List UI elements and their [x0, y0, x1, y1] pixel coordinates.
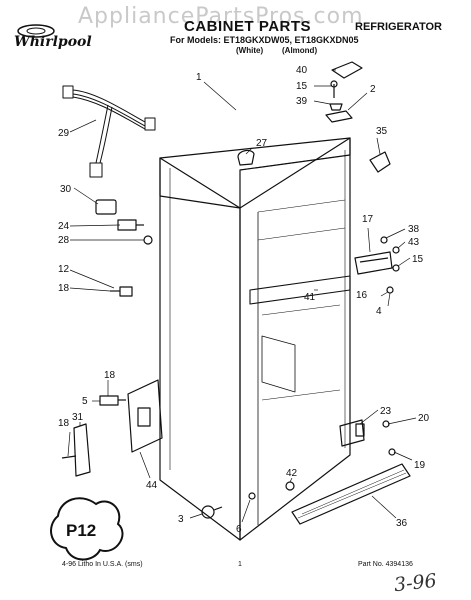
part-16-center-hinge	[354, 251, 393, 275]
part-30-bracket	[95, 199, 117, 215]
model-numbers: For Models: ET18GKXDW05, ET18GKXDN05	[170, 35, 359, 45]
callout-12: 12	[58, 264, 70, 275]
callout-29: 29	[58, 128, 70, 139]
callout-3: 3	[178, 514, 184, 525]
brand-name: Whirlpool	[14, 34, 92, 50]
callout-28: 28	[58, 235, 70, 246]
divider-mullion	[249, 275, 351, 305]
callout-36: 36	[396, 518, 408, 529]
watermark-text: AppliancePartsPros.com	[78, 4, 364, 29]
cabinet-shell	[159, 137, 351, 541]
callout-31: 31	[72, 412, 84, 423]
callout-4: 4	[376, 306, 382, 317]
whirlpool-logo: Whirlpool	[10, 22, 94, 52]
callout-15-mid: 15	[412, 254, 424, 265]
part-31-cover	[73, 423, 91, 477]
part-36-toe-grille	[291, 463, 411, 525]
page-title: CABINET PARTS	[184, 18, 312, 35]
part-19-screw	[388, 448, 396, 456]
callout-16: 16	[356, 290, 368, 301]
part-43-bushing	[392, 246, 400, 254]
callout-15-top: 15	[296, 81, 308, 92]
callout-39: 39	[296, 96, 308, 107]
callout-35: 35	[376, 126, 388, 137]
part-44-panel	[127, 379, 163, 453]
callout-40: 40	[296, 65, 308, 76]
p12-stamp: P12	[50, 497, 124, 561]
callout-18-lower: 18	[104, 370, 116, 381]
svg-text:P12: P12	[66, 521, 96, 540]
whirlpool-swirl-icon	[17, 24, 55, 38]
callout-19: 19	[414, 460, 426, 471]
callout-42: 42	[286, 468, 298, 479]
callout-numbers: 1 2 3 4 5 6 12 15 15 16 17 18 18 19 20 2…	[58, 65, 430, 535]
part-42-bushing	[285, 481, 295, 491]
leader-lines	[67, 69, 417, 523]
callout-18-side: 18	[58, 418, 70, 429]
print-info: 4-96 Litho In U.S.A. (sms)	[62, 561, 143, 568]
part-35-hinge-cover	[369, 151, 391, 173]
part-number: Part No. 4394136	[358, 561, 413, 568]
part-15-screw-mid	[392, 264, 400, 272]
part-39-washer	[329, 103, 343, 111]
callout-5: 5	[82, 396, 88, 407]
callout-43: 43	[408, 237, 420, 248]
handwritten-note: 3-96	[392, 569, 438, 597]
callout-17: 17	[362, 214, 374, 225]
part-18-screw-lower	[61, 455, 77, 459]
callout-1: 1	[196, 72, 202, 83]
part-15-screw-top	[330, 80, 338, 98]
part-24-switch	[117, 219, 144, 231]
callout-30: 30	[60, 184, 72, 195]
variant-almond: (Almond)	[282, 46, 318, 55]
part-2-hinge-top	[325, 110, 353, 123]
variant-white: (White)	[236, 46, 264, 55]
part-38-washer	[380, 236, 388, 244]
part-6-screw	[248, 492, 256, 500]
part-27-plug	[237, 149, 255, 166]
wire-harness	[62, 85, 156, 178]
part-28-grommet	[143, 235, 153, 245]
page-number: 1	[238, 561, 242, 568]
part-18-screw-upper	[110, 286, 133, 297]
part-5-bracket	[99, 395, 126, 406]
callout-41: 41	[304, 292, 316, 303]
callout-18-upper: 18	[58, 283, 70, 294]
callout-6: 6	[236, 524, 242, 535]
appliance-type: REFRIGERATOR	[355, 21, 442, 33]
callout-23: 23	[380, 406, 392, 417]
callout-44: 44	[146, 480, 158, 491]
callout-38: 38	[408, 224, 420, 235]
callout-20: 20	[418, 413, 430, 424]
callout-2: 2	[370, 84, 376, 95]
part-40-cap	[331, 61, 363, 79]
callout-27: 27	[256, 138, 268, 149]
callout-24: 24	[58, 221, 70, 232]
part-3-roller	[201, 505, 223, 519]
